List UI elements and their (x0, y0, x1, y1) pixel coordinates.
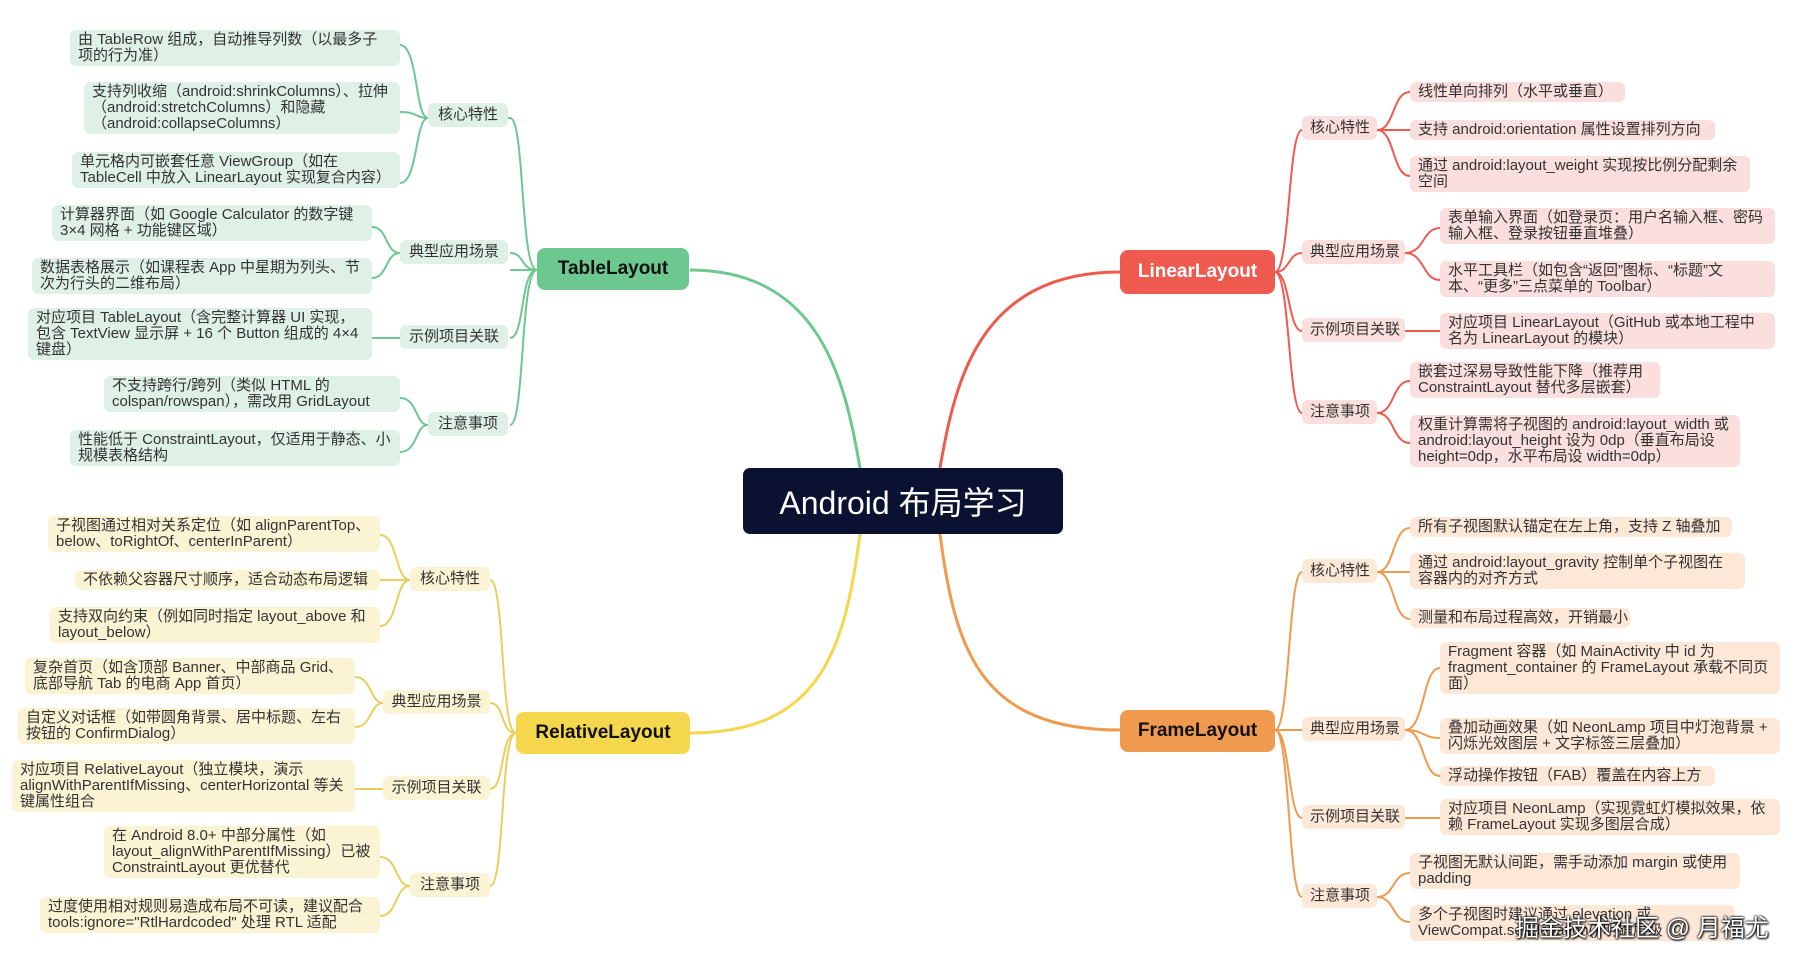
tablelayout-scene-label[interactable]: 典型应用场景 (400, 240, 508, 264)
framelayout-notes-label[interactable]: 注意事项 (1302, 884, 1377, 908)
linearlayout-notes-item: 嵌套过深易导致性能下降（推荐用 ConstraintLayout 替代多层嵌套） (1410, 362, 1660, 398)
framelayout-notes-item: 多个子视图时建议通过 elevation 或 ViewCompat.setEle… (1410, 905, 1735, 941)
linearlayout-scene-item: 水平工具栏（如包含“返回”图标、“标题”文本、“更多”三点菜单的 Toolbar… (1440, 261, 1775, 297)
relativelayout-core-item: 子视图通过相对关系定位（如 alignParentTop、below、toRig… (48, 516, 380, 552)
linearlayout-core-label[interactable]: 核心特性 (1302, 116, 1377, 140)
relativelayout-scene-label[interactable]: 典型应用场景 (383, 690, 490, 714)
relativelayout-core-item: 支持双向约束（例如同时指定 layout_above 和 layout_belo… (50, 607, 380, 643)
tablelayout-scene-item: 数据表格展示（如课程表 App 中星期为列头、节次为行头的二维布局） (32, 258, 372, 294)
framelayout-node[interactable]: FrameLayout (1120, 710, 1275, 752)
framelayout-example-item: 对应项目 NeonLamp（实现霓虹灯模拟效果，依赖 FrameLayout 实… (1440, 799, 1780, 835)
framelayout-core-label[interactable]: 核心特性 (1302, 559, 1377, 583)
tablelayout-scene-item: 计算器界面（如 Google Calculator 的数字键 3×4 网格 + … (52, 205, 372, 241)
relativelayout-node[interactable]: RelativeLayout (516, 712, 690, 754)
tablelayout-core-label[interactable]: 核心特性 (428, 103, 508, 127)
framelayout-example-label[interactable]: 示例项目关联 (1302, 805, 1405, 829)
relativelayout-core-label[interactable]: 核心特性 (410, 567, 490, 591)
tablelayout-node[interactable]: TableLayout (537, 248, 689, 290)
linearlayout-scene-item: 表单输入界面（如登录页：用户名输入框、密码输入框、登录按钮垂直堆叠） (1440, 208, 1775, 244)
framelayout-scene-item: Fragment 容器（如 MainActivity 中 id 为 fragme… (1440, 642, 1780, 694)
tablelayout-notes-item: 性能低于 ConstraintLayout，仅适用于静态、小规模表格结构 (70, 430, 400, 466)
watermark: 掘金技术社区 @ 月福尤 (1515, 915, 1769, 942)
relativelayout-core-item: 不依赖父容器尺寸顺序，适合动态布局逻辑 (75, 570, 380, 590)
linearlayout-example-label[interactable]: 示例项目关联 (1302, 318, 1405, 342)
linearlayout-notes-item: 权重计算需将子视图的 android:layout_width 或 androi… (1410, 415, 1740, 467)
tablelayout-core-item: 由 TableRow 组成，自动推导列数（以最多子项的行为准） (70, 30, 400, 66)
linearlayout-core-item: 通过 android:layout_weight 实现按比例分配剩余空间 (1410, 156, 1750, 192)
tablelayout-core-item: 单元格内可嵌套任意 ViewGroup（如在 TableCell 中放入 Lin… (72, 152, 400, 188)
tablelayout-example-item: 对应项目 TableLayout（含完整计算器 UI 实现，包含 TextVie… (28, 308, 372, 360)
tablelayout-notes-item: 不支持跨行/跨列（类似 HTML 的 colspan/rowspan），需改用 … (104, 376, 400, 412)
framelayout-scene-item: 浮动操作按钮（FAB）覆盖在内容上方 (1440, 766, 1715, 786)
linearlayout-core-item: 支持 android:orientation 属性设置排列方向 (1410, 120, 1715, 140)
relativelayout-scene-item: 自定义对话框（如带圆角背景、居中标题、左右按钮的 ConfirmDialog） (18, 708, 355, 744)
linearlayout-core-item: 线性单向排列（水平或垂直） (1410, 82, 1625, 102)
linearlayout-node[interactable]: LinearLayout (1120, 250, 1275, 294)
framelayout-notes-item: 子视图无默认间距，需手动添加 margin 或使用 padding (1410, 853, 1740, 889)
relativelayout-scene-item: 复杂首页（如含顶部 Banner、中部商品 Grid、底部导航 Tab 的电商 … (25, 658, 355, 694)
linearlayout-example-item: 对应项目 LinearLayout（GitHub 或本地工程中名为 Linear… (1440, 313, 1775, 349)
framelayout-core-item: 所有子视图默认锚定在左上角，支持 Z 轴叠加 (1410, 517, 1732, 537)
linearlayout-scene-label[interactable]: 典型应用场景 (1302, 240, 1405, 264)
relativelayout-example-item: 对应项目 RelativeLayout（独立模块，演示 alignWithPar… (12, 760, 355, 812)
linearlayout-notes-label[interactable]: 注意事项 (1302, 400, 1377, 424)
root-node[interactable]: Android 布局学习 (743, 468, 1063, 534)
relativelayout-notes-item: 在 Android 8.0+ 中部分属性（如 layout_alignWithP… (104, 826, 380, 878)
framelayout-core-item: 测量和布局过程高效，开销最小 (1410, 608, 1630, 628)
tablelayout-notes-label[interactable]: 注意事项 (428, 412, 508, 436)
relativelayout-notes-label[interactable]: 注意事项 (410, 873, 490, 897)
tablelayout-core-item: 支持列收缩（android:shrinkColumns）、拉伸（android:… (84, 82, 400, 134)
framelayout-scene-label[interactable]: 典型应用场景 (1302, 717, 1405, 741)
relativelayout-example-label[interactable]: 示例项目关联 (383, 776, 490, 800)
relativelayout-notes-item: 过度使用相对规则易造成布局不可读，建议配合 tools:ignore="RtlH… (40, 897, 380, 933)
framelayout-scene-item: 叠加动画效果（如 NeonLamp 项目中灯泡背景 + 闪烁光效图层 + 文字标… (1440, 718, 1780, 754)
framelayout-core-item: 通过 android:layout_gravity 控制单个子视图在容器内的对齐… (1410, 553, 1745, 589)
tablelayout-example-label[interactable]: 示例项目关联 (400, 325, 508, 349)
